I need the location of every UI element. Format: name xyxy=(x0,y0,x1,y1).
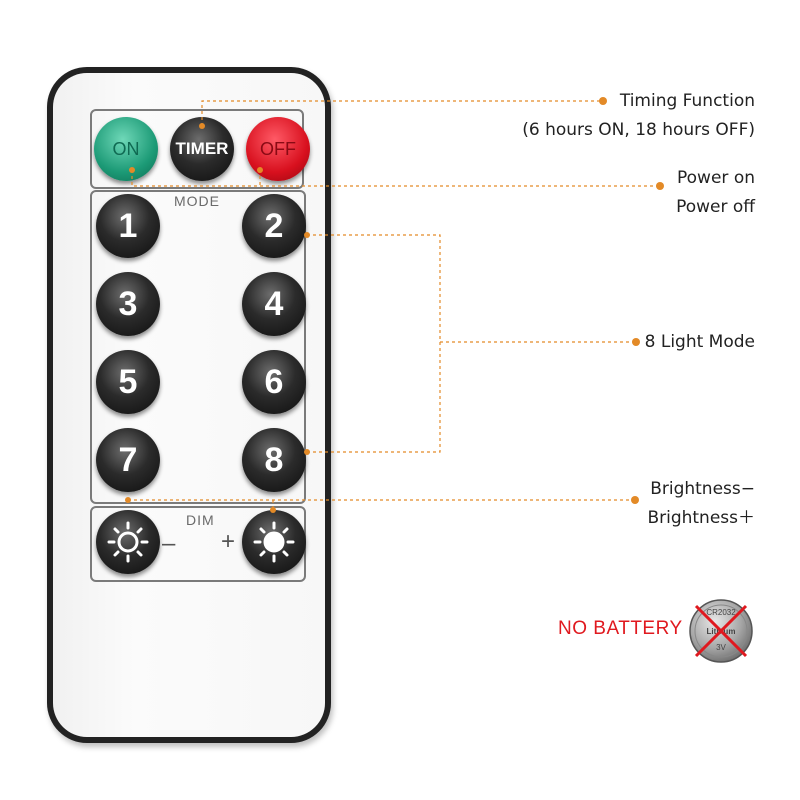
mode-button-6[interactable]: 6 xyxy=(242,350,306,414)
mode-button-4[interactable]: 4 xyxy=(242,272,306,336)
mode-button-7[interactable]: 7 xyxy=(96,428,160,492)
mode-label: MODE xyxy=(174,193,220,209)
minus-sign: – xyxy=(162,530,176,557)
brightness-down-text: Brightness− xyxy=(650,479,755,499)
brightness-up-text: Brightness＋ xyxy=(647,508,755,528)
mode-button-3[interactable]: 3 xyxy=(96,272,160,336)
dim-label: DIM xyxy=(186,512,215,528)
off-button[interactable]: OFF xyxy=(246,117,310,181)
plus-sign: + xyxy=(221,528,236,555)
mode-button-5[interactable]: 5 xyxy=(96,350,160,414)
timing-detail: (6 hours ON, 18 hours OFF) xyxy=(522,120,755,140)
on-button[interactable]: ON xyxy=(94,117,158,181)
brightness-up-button[interactable] xyxy=(242,510,306,574)
brightness-down-button[interactable] xyxy=(96,510,160,574)
mode-button-1[interactable]: 1 xyxy=(96,194,160,258)
power-off-text: Power off xyxy=(676,197,755,217)
mode-button-2[interactable]: 2 xyxy=(242,194,306,258)
crossed-battery-icon: CR2032 Lithium 3V xyxy=(689,599,753,663)
timing-title: Timing Function xyxy=(619,91,755,111)
mode-panel xyxy=(90,190,306,504)
coin-voltage-text: 3V xyxy=(716,643,726,652)
mode-button-8[interactable]: 8 xyxy=(242,428,306,492)
sun-icon xyxy=(107,521,149,563)
sun-filled-icon xyxy=(253,521,295,563)
light-mode-callout: 8 Light Mode xyxy=(645,328,755,357)
power-callout: Power on Power off xyxy=(676,164,755,222)
timing-callout: Timing Function (6 hours ON, 18 hours OF… xyxy=(522,87,755,145)
power-on-text: Power on xyxy=(677,168,755,188)
brightness-callout: Brightness− Brightness＋ xyxy=(647,475,755,533)
no-battery-notice: NO BATTERY xyxy=(558,618,683,639)
light-mode-text: 8 Light Mode xyxy=(644,332,755,352)
coin-model-text: CR2032 xyxy=(706,608,736,617)
